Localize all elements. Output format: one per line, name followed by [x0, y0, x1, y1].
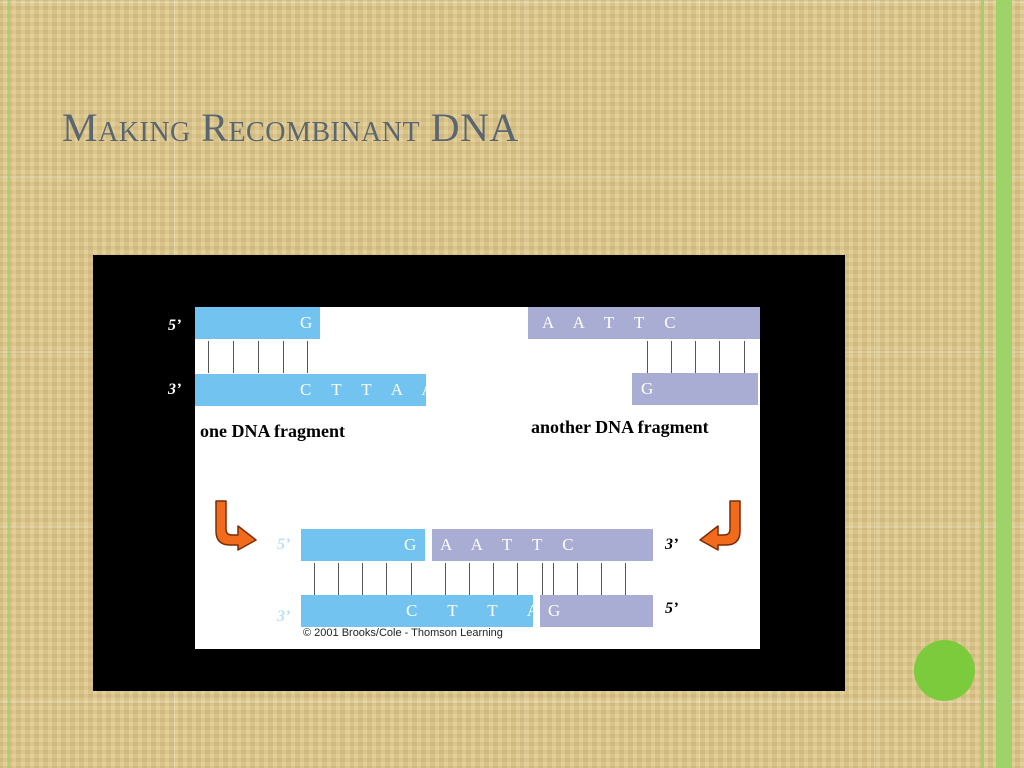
strand-result-lower-right: G — [540, 595, 653, 627]
strand-top-right-upper: A A T T C — [528, 307, 760, 339]
rungs-result-middle — [445, 563, 545, 595]
left-border-line — [8, 0, 10, 768]
label-5-prime-result-right: 5’ — [665, 600, 679, 617]
label-5-prime-top-left: 5’ — [168, 317, 182, 334]
curved-arrow-right-icon — [699, 500, 741, 551]
label-3-prime-top-left: 3’ — [168, 381, 182, 398]
rungs-result-right — [553, 563, 633, 595]
label-3-prime-result-right: 3’ — [665, 536, 679, 553]
bases-result-lower-left: C T T A A — [406, 601, 593, 620]
bases-top-right-lower: G — [641, 379, 662, 398]
copyright-notice: © 2001 Brooks/Cole - Thomson Learning — [303, 627, 503, 639]
green-accent-dot — [914, 640, 975, 701]
strand-top-right-lower: G — [632, 373, 758, 405]
rungs-top-left — [208, 341, 308, 373]
bases-result-lower-right: G — [548, 601, 569, 620]
right-border-line-2 — [996, 0, 1012, 768]
strand-result-upper-left: G — [301, 529, 425, 561]
strand-top-left-lower: C T T A A — [195, 374, 434, 406]
strand-top-left-upper: G — [195, 307, 320, 339]
page-title: Making Recombinant DNA — [62, 105, 519, 150]
bases-result-upper-right: A A T T C — [440, 535, 582, 554]
rungs-top-right — [647, 341, 747, 373]
caption-one-dna-fragment: one DNA fragment — [200, 421, 345, 441]
strand-result-lower-left: C T T A A — [301, 595, 580, 627]
curved-arrow-left-icon — [215, 500, 257, 551]
right-border-line-1 — [981, 0, 984, 768]
bases-top-left-upper: G — [300, 313, 321, 332]
bases-result-upper-left: G — [404, 535, 425, 554]
caption-another-dna-fragment: another DNA fragment — [531, 417, 709, 437]
bases-top-right-upper: A A T T C — [542, 313, 684, 332]
bases-top-left-lower: C T T A A — [300, 380, 442, 399]
rungs-result-left — [314, 563, 414, 595]
label-3-prime-result-left: 3’ — [277, 608, 291, 625]
label-5-prime-result-left: 5’ — [277, 536, 291, 553]
strand-result-upper-right: A A T T C — [432, 529, 653, 561]
diagram-panel: G C T T A A one DNA fragment A A T T C G… — [195, 307, 760, 649]
